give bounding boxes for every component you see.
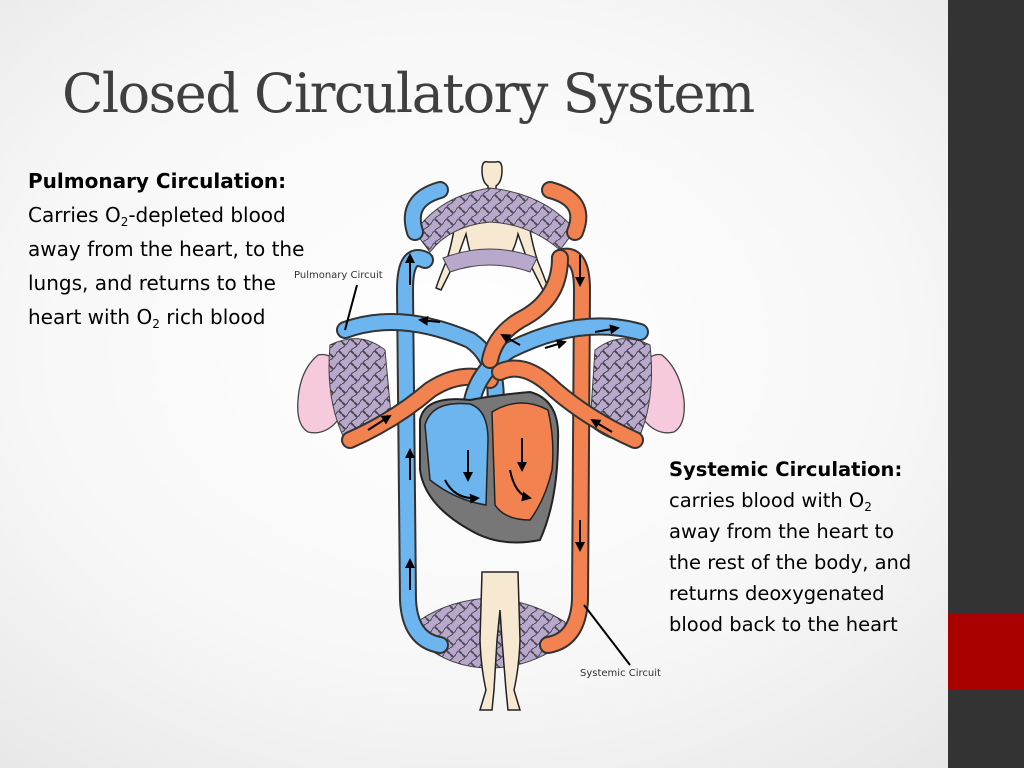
systemic-text-2: away from the heart to the rest of the b…: [669, 520, 912, 636]
pulmonary-circuit-label: Pulmonary Circuit: [294, 270, 383, 281]
pulmonary-vessels: [336, 249, 649, 449]
systemic-description: Systemic Circulation: carries blood with …: [669, 454, 929, 640]
pulmonary-description: Pulmonary Circulation:Carries O2-deplete…: [28, 164, 328, 334]
pulmonary-text-1: Carries O: [28, 203, 121, 227]
flow-arrows: [367, 253, 620, 590]
pulmonary-leader-line: [344, 284, 358, 331]
lower-body-figure: [478, 571, 522, 711]
sidebar-accent: [948, 614, 1024, 690]
pulmonary-text-2: -depleted blood away from the heart, to …: [28, 203, 305, 329]
systemic-circuit-label: Systemic Circuit: [580, 668, 661, 679]
pulmonary-text-3: rich blood: [159, 305, 266, 329]
heart: [419, 390, 560, 544]
circulation-diagram: Pulmonary Circuit Systemic Circuit: [294, 160, 685, 711]
slide-title: Closed Circulatory System: [62, 62, 755, 125]
left-lung: [297, 338, 393, 442]
pulmonary-subscript-2: 2: [152, 317, 160, 331]
pulmonary-heading: Pulmonary Circulation:: [28, 169, 287, 193]
systemic-leader-line: [583, 604, 631, 666]
systemic-text-1: carries blood with O: [669, 489, 865, 512]
systemic-heading: Systemic Circulation:: [669, 458, 903, 481]
pulmonary-subscript-1: 2: [120, 215, 129, 229]
systemic-subscript-1: 2: [864, 500, 872, 514]
upper-capillary-bed: [414, 187, 576, 273]
